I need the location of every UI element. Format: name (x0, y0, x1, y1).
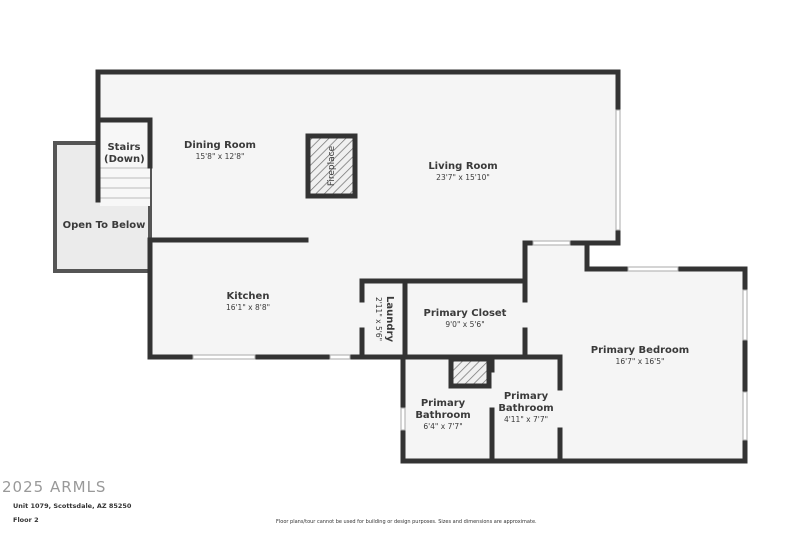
stairs (100, 120, 150, 206)
room-dims: 16'1" x 8'8" (225, 303, 271, 312)
room-open-to-below: Open To Below (63, 220, 146, 232)
room-name: Laundry (384, 296, 395, 342)
room-name: Primary Bathroom (415, 398, 471, 421)
room-dims: 4'11" x 7'7" (503, 415, 549, 424)
room-name: Primary Bedroom (590, 345, 690, 356)
room-name: Fireplace (327, 145, 337, 187)
room-name: Kitchen (226, 291, 270, 302)
disclaimer: Floor plans/tour cannot be used for buil… (276, 519, 537, 525)
stairs-label: Stairs (Down) (104, 142, 145, 165)
room-dims: 2'11" x 5'6" (374, 296, 383, 342)
room-dims: 23'7" x 15'10" (436, 173, 490, 182)
room-name: Living Room (428, 161, 498, 172)
walls (95, 69, 748, 464)
room-dims: 6'4" x 7'7" (423, 422, 463, 431)
watermark: 2025 ARMLS (2, 478, 107, 496)
open-to-below-label: Open To Below (62, 220, 146, 231)
room-dims: 15'8" x 12'8" (195, 152, 245, 161)
floor-label: Floor 2 (13, 516, 39, 524)
hatched-shaft (448, 356, 492, 389)
address: Unit 1079, Scottsdale, AZ 85250 (13, 502, 132, 510)
room-name: Primary Closet (423, 308, 507, 319)
windows (192, 109, 748, 441)
fireplace (305, 133, 358, 199)
room-stairs: Stairs (Down) (104, 142, 145, 166)
room-dims: 16'7" x 16'5" (615, 357, 665, 366)
fireplace-label: Fireplace (326, 146, 338, 186)
room-name: Primary Bathroom (498, 391, 554, 414)
room-dims: 9'0" x 5'6" (445, 320, 485, 329)
room-name: Dining Room (184, 140, 256, 151)
floor-areas (98, 72, 745, 461)
